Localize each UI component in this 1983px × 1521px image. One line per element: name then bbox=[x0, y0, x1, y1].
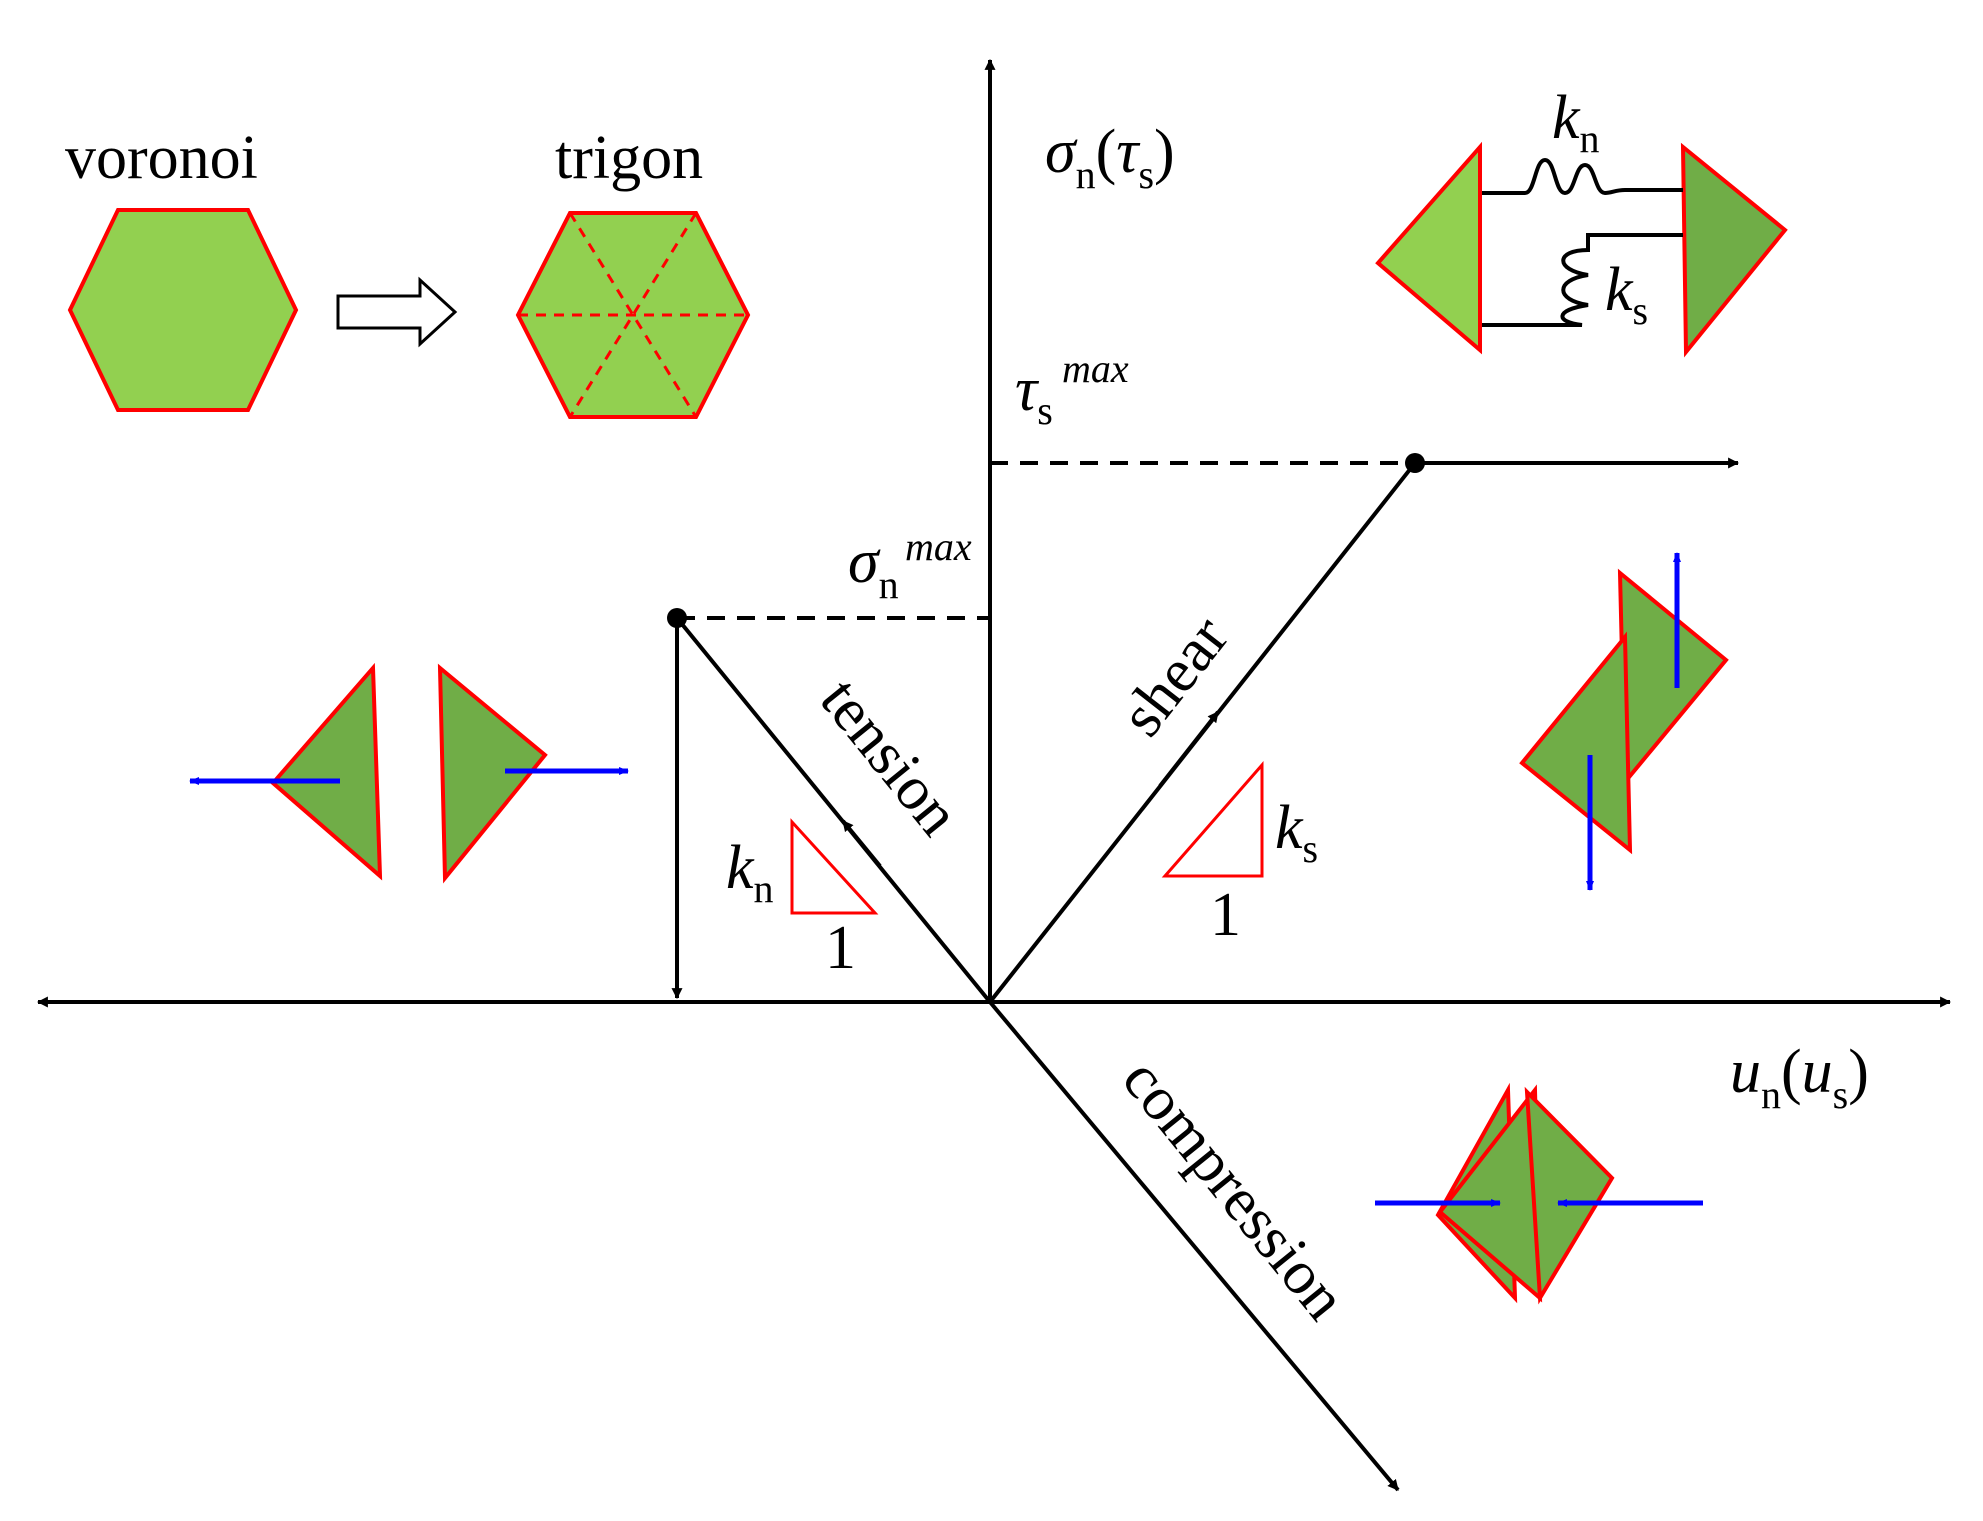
kn-slope-one: 1 bbox=[825, 914, 856, 982]
transform-arrow-icon bbox=[336, 276, 458, 348]
compression-illustration bbox=[1375, 1082, 1703, 1305]
sigma-max-superscript: max bbox=[905, 524, 972, 569]
tension-illustration bbox=[189, 662, 629, 884]
shear-lower-triangle bbox=[1519, 631, 1633, 855]
tension-label: tension bbox=[807, 666, 973, 848]
tension-line bbox=[675, 616, 992, 1004]
kn-slope-label: kn bbox=[726, 834, 774, 911]
kn-slope-triangle bbox=[790, 818, 879, 915]
tau-max-superscript: max bbox=[1062, 346, 1129, 391]
spring-model: kn ks bbox=[1375, 84, 1788, 358]
trigon-dashed-lines bbox=[518, 212, 748, 418]
tau-max-label: τs bbox=[1015, 356, 1053, 433]
tension-direction-arrow bbox=[841, 819, 882, 868]
shear-illustration bbox=[1519, 552, 1729, 891]
shear-direction-arrow bbox=[1158, 710, 1220, 788]
trigon-group: trigon bbox=[515, 124, 751, 419]
ks-slope-one: 1 bbox=[1210, 881, 1241, 949]
ks-slope-label: ks bbox=[1275, 794, 1318, 871]
normal-spring bbox=[1482, 157, 1683, 196]
spring-kn-label: kn bbox=[1552, 84, 1600, 161]
shear-spring bbox=[1482, 233, 1683, 327]
ks-slope-triangle bbox=[1161, 761, 1264, 878]
spring-ks-label: ks bbox=[1605, 256, 1648, 333]
tension-left-triangle bbox=[270, 662, 383, 881]
shear-peak-point bbox=[1405, 453, 1425, 473]
sigma-max-label: σn bbox=[848, 528, 899, 607]
tension-peak-point bbox=[667, 608, 687, 628]
trigon-label: trigon bbox=[555, 124, 703, 192]
spring-right-triangle bbox=[1680, 142, 1788, 358]
voronoi-label: voronoi bbox=[65, 124, 258, 192]
voronoi-group: voronoi bbox=[65, 124, 299, 412]
tension-right-triangle bbox=[437, 663, 548, 884]
shear-upper-triangle bbox=[1617, 568, 1729, 788]
spring-left-triangle bbox=[1375, 141, 1482, 355]
compression-right-triangle bbox=[1524, 1086, 1615, 1305]
voronoi-hexagon bbox=[67, 208, 299, 412]
shear-label: shear bbox=[1107, 603, 1241, 748]
compression-arrow bbox=[988, 1000, 1400, 1492]
x-axis-label: un(us) bbox=[1730, 1038, 1869, 1117]
y-axis-label: σn(τs) bbox=[1045, 118, 1175, 197]
